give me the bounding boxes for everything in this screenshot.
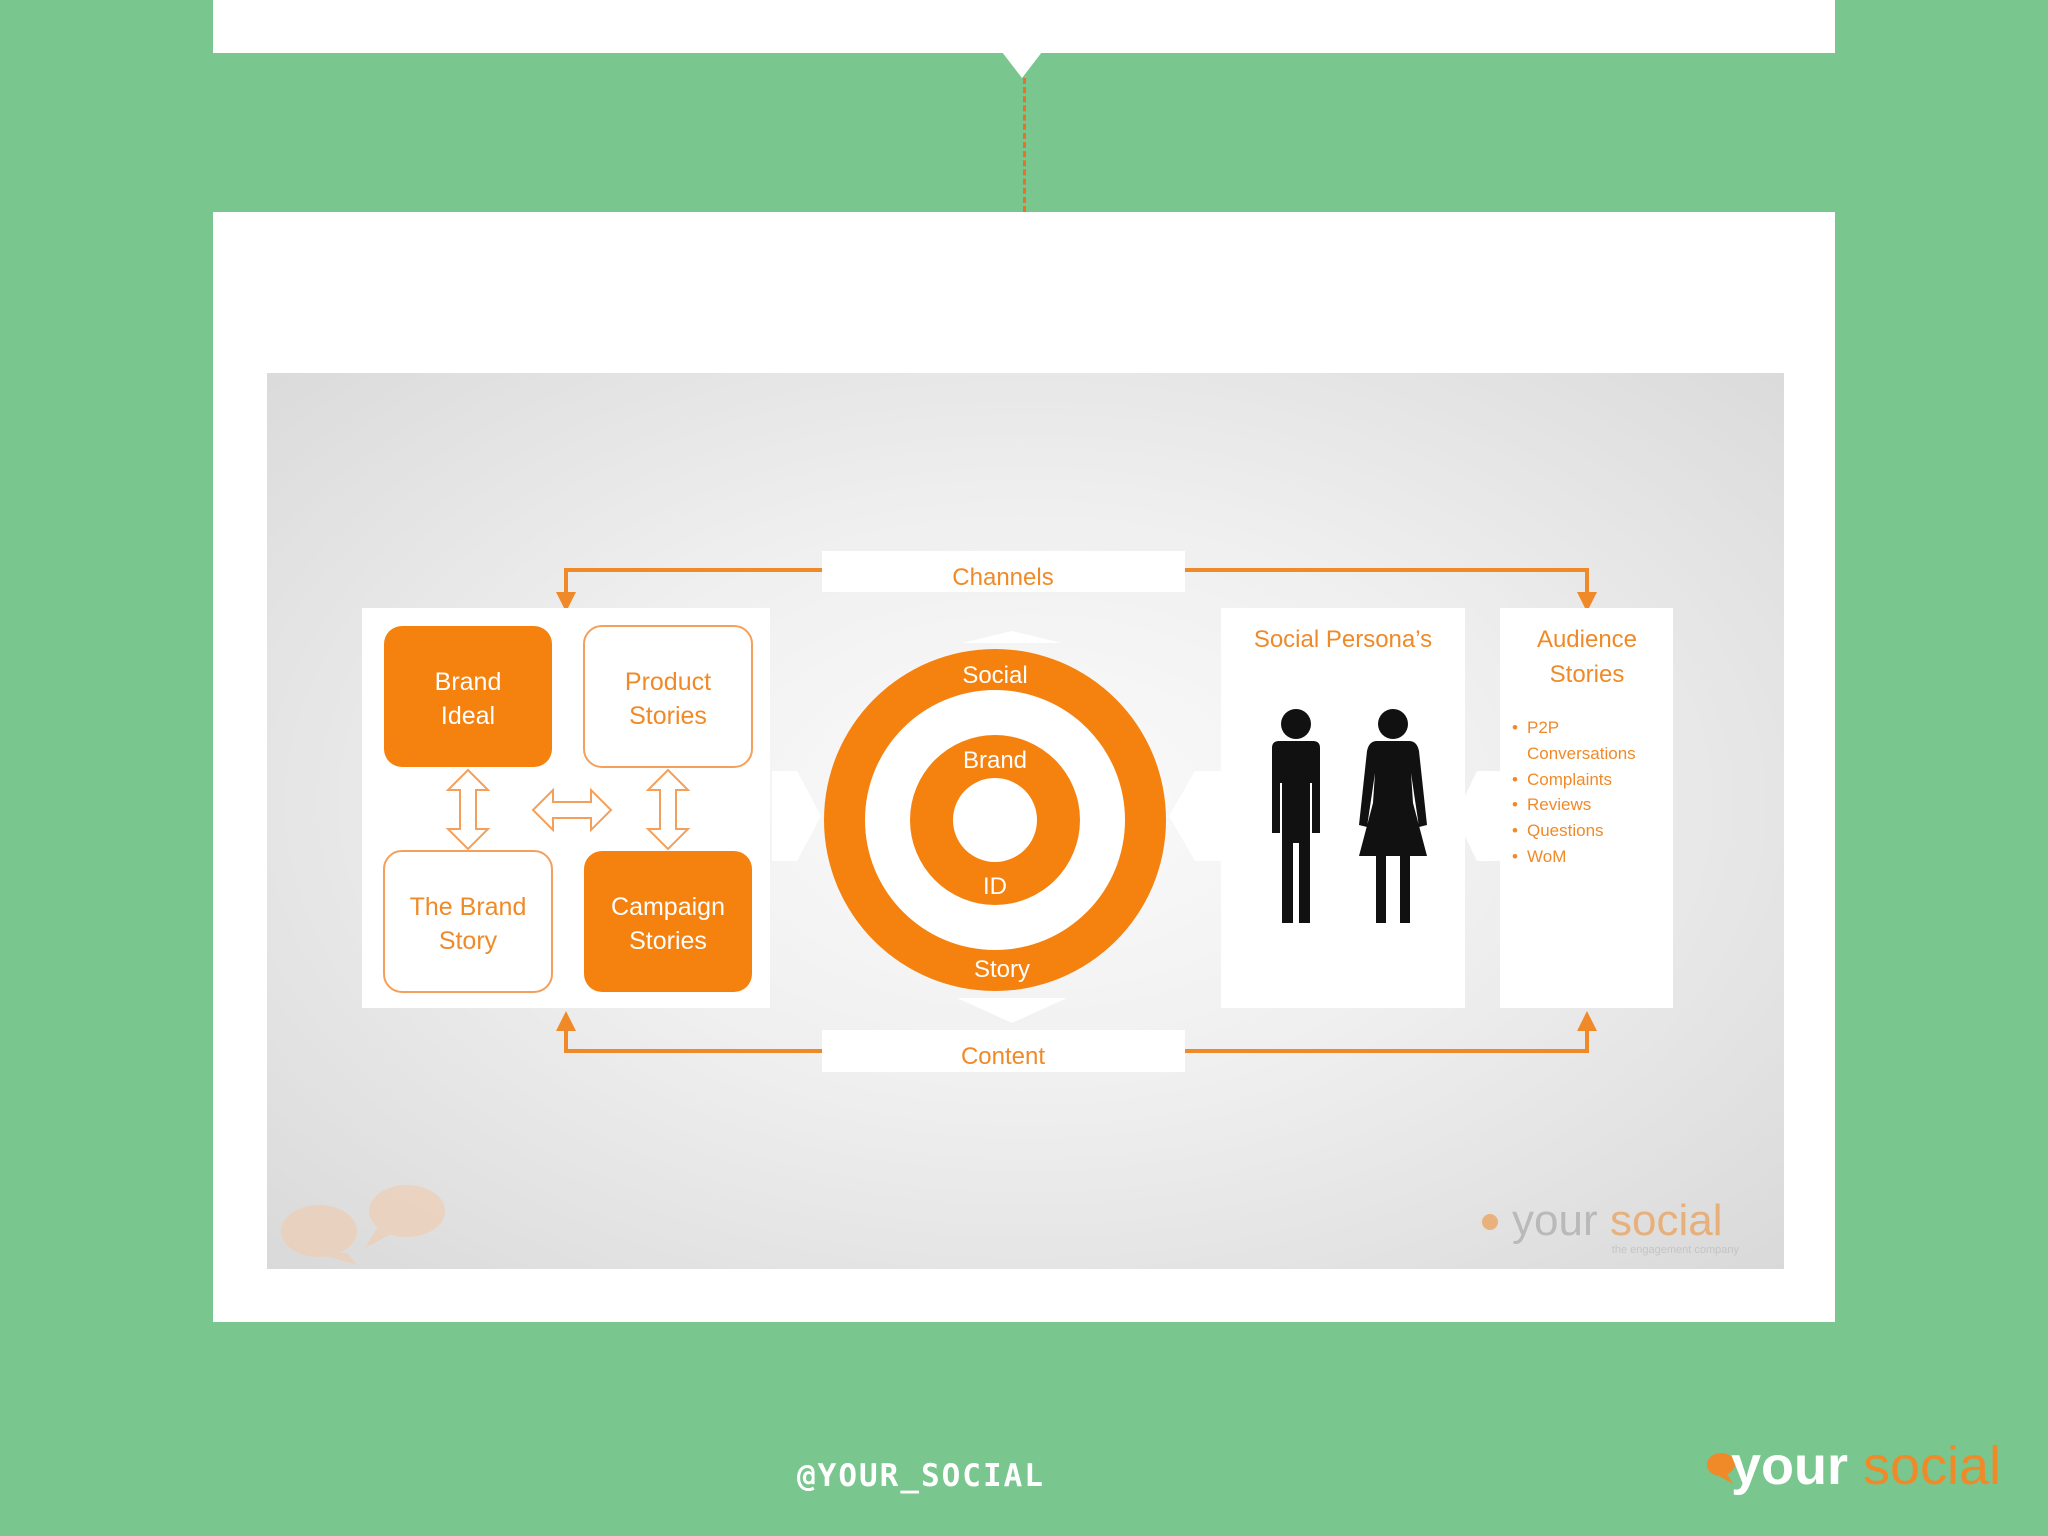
diagram-svg: Channels Content Brand Ideal Product Sto… bbox=[281, 551, 1739, 1265]
channels-box bbox=[822, 551, 1185, 592]
ring-label-brand: Brand bbox=[963, 747, 1027, 774]
footer-logo-social: social bbox=[1863, 1436, 2001, 1496]
female-figure-icon bbox=[1359, 709, 1427, 923]
audience-item: Reviews bbox=[1527, 795, 1591, 814]
personas-panel bbox=[1221, 608, 1465, 1008]
audience-bullet: • bbox=[1512, 821, 1518, 840]
audience-bullet: • bbox=[1512, 718, 1518, 737]
yoursocial-watermark-logo: your social the engagement company bbox=[1482, 1196, 1739, 1256]
audience-item: Conversations bbox=[1527, 744, 1636, 763]
up-triangle-icon bbox=[962, 631, 1062, 643]
right-chevron-arrow-icon bbox=[772, 771, 821, 861]
product-stories-line1: Product bbox=[625, 668, 711, 696]
horizontal-double-arrow-icon bbox=[531, 787, 613, 833]
left-chevron-arrow-icon bbox=[1455, 771, 1500, 861]
ring-label-story: Story bbox=[974, 956, 1030, 983]
audience-item: Complaints bbox=[1527, 770, 1612, 789]
vertical-double-arrow-icon bbox=[645, 768, 691, 851]
audience-item: Questions bbox=[1527, 821, 1604, 840]
audience-bullet: • bbox=[1512, 847, 1518, 866]
campaign-stories-box bbox=[584, 851, 752, 992]
content-box bbox=[822, 1030, 1185, 1072]
product-stories-box bbox=[583, 625, 753, 768]
audience-panel bbox=[1500, 608, 1673, 1008]
speech-bubble-icon bbox=[1706, 1453, 1735, 1484]
watermark-logo-social: social bbox=[1610, 1196, 1723, 1245]
footer-logo-your: your bbox=[1731, 1436, 1848, 1496]
footer-handle: @YOUR_SOCIAL bbox=[797, 1458, 1045, 1494]
product-stories-line2: Stories bbox=[629, 702, 707, 730]
watermark-logo-your: your bbox=[1512, 1196, 1598, 1245]
audience-bullet: • bbox=[1512, 795, 1518, 814]
brand-ideal-box bbox=[384, 626, 552, 767]
dashed-connector bbox=[1023, 78, 1026, 212]
male-figure-icon bbox=[1272, 709, 1320, 923]
channels-loop-line bbox=[556, 568, 1597, 612]
footer-logo: your social bbox=[1706, 1436, 2001, 1496]
down-chevron-arrow-icon bbox=[957, 998, 1067, 1023]
ring-label-social: Social bbox=[962, 662, 1027, 689]
speech-bubbles-watermark-icon bbox=[281, 1185, 445, 1265]
brand-ideal-line1: Brand bbox=[435, 668, 502, 696]
brand-ideal-line2: Ideal bbox=[441, 702, 495, 730]
target-diagram bbox=[824, 649, 1166, 991]
vertical-double-arrow-icon bbox=[445, 768, 491, 851]
brand-story-line2: Story bbox=[439, 927, 498, 955]
ring-label-id: ID bbox=[983, 873, 1007, 900]
audience-title-line1: Audience bbox=[1537, 626, 1637, 653]
channels-label: Channels bbox=[952, 564, 1053, 591]
campaign-stories-line1: Campaign bbox=[611, 893, 725, 921]
audience-title-line2: Stories bbox=[1550, 661, 1625, 688]
brand-story-box bbox=[383, 850, 553, 993]
left-chevron-arrow-icon bbox=[1169, 771, 1222, 861]
watermark-tagline: the engagement company bbox=[1612, 1244, 1740, 1256]
campaign-stories-line2: Stories bbox=[629, 927, 707, 955]
audience-item: P2P bbox=[1527, 718, 1559, 737]
slide-diagram: Channels Content Brand Ideal Product Sto… bbox=[267, 373, 1784, 1269]
audience-bullet: • bbox=[1512, 770, 1518, 789]
audience-item: WoM bbox=[1527, 847, 1566, 866]
personas-title: Social Persona’s bbox=[1254, 626, 1432, 653]
top-card bbox=[213, 0, 1835, 53]
content-loop-line bbox=[556, 1011, 1597, 1053]
callout-notch bbox=[1002, 52, 1042, 78]
brand-story-line1: The Brand bbox=[410, 893, 527, 921]
content-label: Content bbox=[961, 1043, 1045, 1070]
